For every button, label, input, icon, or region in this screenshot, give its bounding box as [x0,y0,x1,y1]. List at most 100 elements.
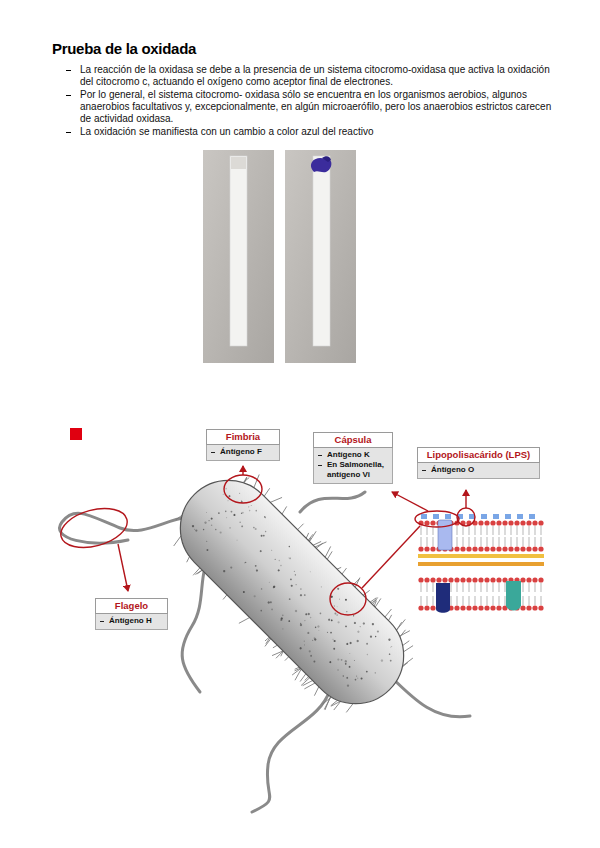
texture-dot [206,549,209,552]
lipid-tail [535,537,536,546]
texture-dot [294,571,295,572]
texture-dot [203,529,205,531]
blue-reaction [322,156,331,162]
texture-dot [255,565,257,567]
lps-chain [493,514,499,519]
texture-dot [315,626,317,628]
lipid-head [508,546,513,551]
lps-chain [433,514,439,519]
texture-dot [236,539,237,540]
texture-dot [241,512,243,514]
fimbria-hair [331,699,338,706]
texture-dot [333,647,336,650]
lipid-tail [505,583,506,592]
texture-dot [282,614,284,616]
texture-dot [260,534,263,537]
texture-dot [376,630,379,633]
texture-dot [362,622,365,625]
texture-dot [346,676,349,679]
lipid-tail [523,596,524,605]
callout-heading-box: Fimbria [206,429,280,445]
antigen-label: En Salmonella, antígeno Vi [327,460,388,480]
texture-dot [353,621,356,624]
lipid-tail [433,596,434,605]
texture-dot [346,684,349,687]
peptidoglycan [418,554,544,558]
texture-dot [211,524,213,526]
lipid-head [454,605,459,610]
bullet-text: Por lo general, el sistema citocromo- ox… [80,89,556,125]
photo-card [285,150,356,363]
texture-dot [265,531,267,533]
antigen-label: Antígeno K [327,450,370,460]
bullet-item: La reacción de la oxidasa se debe a la p… [66,64,556,88]
texture-dot [388,638,391,641]
texture-dot [294,609,297,612]
lipid-tail [499,596,500,605]
bullet-dash [66,70,71,71]
bullet-dash [318,455,322,456]
texture-dot [345,598,348,601]
texture-dot [304,594,306,596]
bullet-text: La reacción de la oxidasa se debe a la p… [80,64,556,88]
lipid-tail [529,537,530,546]
texture-dot [261,588,263,590]
lipid-tail [487,526,488,535]
lipid-tail [535,526,536,535]
texture-dot [300,588,302,590]
texture-dot [344,660,347,663]
texture-dot [390,646,392,648]
bullet-list: La reacción de la oxidasa se debe a la p… [66,64,556,139]
callout-circle [330,583,366,615]
texture-dot [310,616,312,618]
texture-dot [388,653,390,655]
lipid-head [532,520,537,525]
texture-dot [225,510,227,512]
texture-dot [336,614,338,616]
texture-dot [289,557,291,559]
texture-dot [366,642,369,645]
texture-dot [337,587,340,590]
porin [438,520,452,550]
texture-dot [223,494,224,495]
texture-dot [294,574,296,576]
callout-box: FimbriaÁntígeno F [206,429,280,461]
bullet-dash [318,465,322,466]
texture-dot [223,570,226,573]
lipid-head [514,520,519,525]
lipid-tail [511,537,512,546]
leader-line [392,492,428,511]
lipid-head [484,546,489,551]
photo-card [203,150,274,363]
lps-chain [505,514,511,519]
callout-item: En Salmonella, antígeno Vi [318,460,388,480]
callout-circle [224,475,262,503]
lipid-head [466,605,471,610]
texture-dot [340,659,342,661]
lipid-tail [517,537,518,546]
texture-dot [263,534,266,537]
lipid-head [520,577,525,582]
lipid-head [418,605,423,610]
lps-chain [481,514,487,519]
lipid-head [526,577,531,582]
bullet-dash [66,95,71,96]
texture-dot [342,675,344,677]
texture-dot [310,655,312,657]
fimbria-hair [322,696,331,705]
lipid-tail [505,596,506,605]
callout-heading: Flagelo [115,600,148,611]
texture-dot [233,513,236,516]
texture-dot [307,612,310,615]
texture-dot [318,630,319,631]
texture-dot [295,584,296,585]
texture-dot [280,617,283,620]
outer-membrane [418,514,543,552]
texture-dot [304,620,305,621]
texture-dot [230,510,233,513]
lipid-tail [451,596,452,605]
lipid-tail [433,583,434,592]
lipid-head [418,546,423,551]
texture-dot [346,611,347,612]
lipid-tail [433,537,434,546]
